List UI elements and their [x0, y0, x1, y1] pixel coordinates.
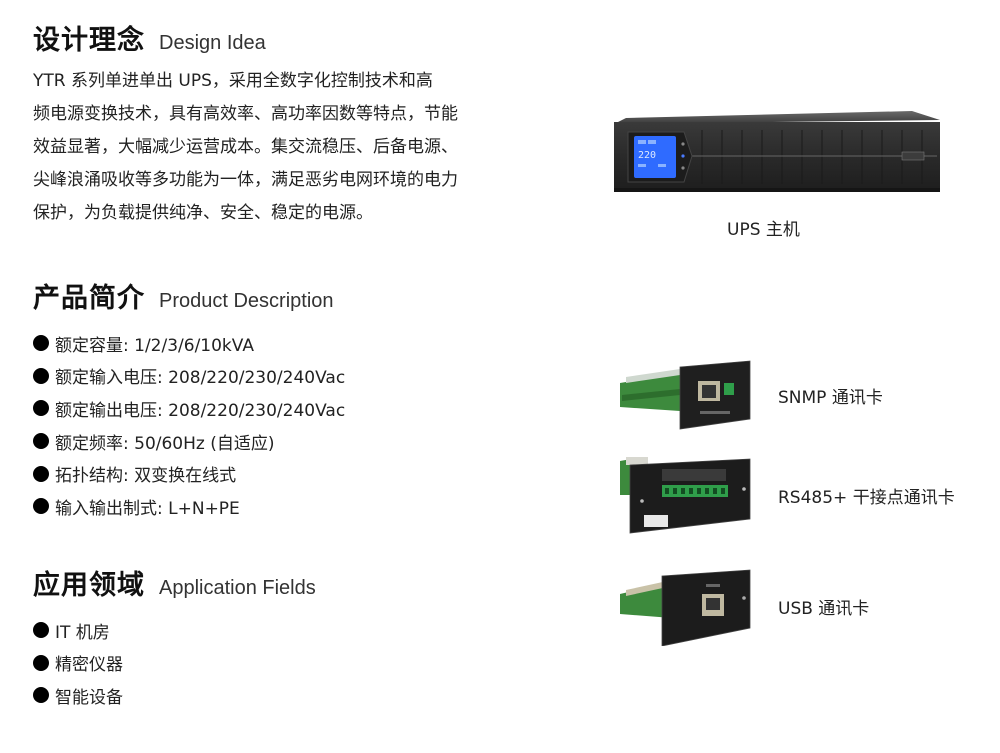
- list-item-text: 额定输出电压: 208/220/230/240Vac: [55, 400, 346, 421]
- svg-text:220: 220: [638, 150, 656, 161]
- bullet-icon: [33, 498, 49, 515]
- list-item: 额定输入电压: 208/220/230/240Vac: [33, 360, 345, 393]
- bullet-icon: [33, 367, 49, 384]
- section-design-idea: 设计理念 Design Idea YTR 系列单进单出 UPS，采用全数字化控制…: [33, 18, 503, 230]
- bullet-icon: [33, 335, 49, 352]
- list-item: 智能设备: [33, 679, 316, 712]
- card-label: USB 通讯卡: [778, 598, 870, 619]
- spec-list: 额定容量: 1/2/3/6/10kVA 额定输入电压: 208/220/230/…: [33, 327, 345, 523]
- usb-card-row: USB 通讯卡: [616, 566, 869, 646]
- bullet-icon: [33, 687, 49, 704]
- rs485-card-row: RS485+ 干接点通讯卡: [616, 455, 955, 535]
- ups-unit-image: 220: [614, 111, 940, 192]
- list-item-text: 额定频率: 50/60Hz (自适应): [55, 433, 275, 454]
- section-heading: 产品简介 Product Description: [33, 276, 345, 315]
- heading-en: Design Idea: [159, 32, 266, 54]
- paragraph-line: 尖峰浪涌吸收等多功能为一体，满足恶劣电网环境的电力: [33, 170, 458, 190]
- bullet-icon: [33, 400, 49, 417]
- list-item: 额定输出电压: 208/220/230/240Vac: [33, 392, 345, 425]
- bullet-icon: [33, 622, 49, 639]
- heading-en: Application Fields: [159, 577, 316, 599]
- list-item-text: 额定容量: 1/2/3/6/10kVA: [55, 335, 254, 356]
- application-list: IT 机房 精密仪器 智能设备: [33, 614, 316, 712]
- section-product-description: 产品简介 Product Description 额定容量: 1/2/3/6/1…: [33, 276, 345, 523]
- list-item: 额定容量: 1/2/3/6/10kVA: [33, 327, 345, 360]
- bullet-icon: [33, 654, 49, 671]
- list-item-text: 输入输出制式: L+N+PE: [55, 498, 240, 519]
- card-label: SNMP 通讯卡: [778, 387, 883, 408]
- snmp-card-row: SNMP 通讯卡: [616, 355, 883, 435]
- ups-caption: UPS 主机: [727, 220, 800, 240]
- list-item-text: IT 机房: [55, 622, 110, 643]
- design-paragraph: YTR 系列单进单出 UPS，采用全数字化控制技术和高 频电源变换技术，具有高效…: [33, 65, 503, 230]
- snmp-card-image: [620, 360, 751, 430]
- paragraph-line: 频电源变换技术，具有高效率、高功率因数等特点，节能: [33, 104, 458, 124]
- heading-en: Product Description: [159, 290, 334, 312]
- paragraph-line: 保护，为负载提供纯净、安全、稳定的电源。: [33, 203, 373, 223]
- list-item: 输入输出制式: L+N+PE: [33, 490, 345, 523]
- usb-card-image: [620, 569, 751, 646]
- bullet-icon: [33, 465, 49, 482]
- list-item-text: 精密仪器: [55, 655, 123, 676]
- paragraph-line: 效益显著，大幅减少运营成本。集交流稳压、后备电源、: [33, 137, 458, 157]
- list-item: 精密仪器: [33, 647, 316, 680]
- heading-zh: 应用领域: [33, 570, 145, 601]
- list-item-text: 智能设备: [55, 687, 123, 708]
- section-heading: 应用领域 Application Fields: [33, 563, 316, 602]
- paragraph-line: YTR 系列单进单出 UPS，采用全数字化控制技术和高: [33, 71, 433, 91]
- heading-zh: 产品简介: [33, 283, 145, 314]
- list-item: 拓扑结构: 双变换在线式: [33, 457, 345, 490]
- section-heading: 设计理念 Design Idea: [33, 18, 503, 57]
- card-label: RS485+ 干接点通讯卡: [778, 487, 955, 508]
- list-item-text: 额定输入电压: 208/220/230/240Vac: [55, 368, 346, 389]
- section-application-fields: 应用领域 Application Fields IT 机房 精密仪器 智能设备: [33, 563, 316, 712]
- list-item: IT 机房: [33, 614, 316, 647]
- heading-zh: 设计理念: [33, 25, 145, 56]
- bullet-icon: [33, 433, 49, 450]
- list-item: 额定频率: 50/60Hz (自适应): [33, 425, 345, 458]
- rs485-card-image: [620, 457, 751, 534]
- list-item-text: 拓扑结构: 双变换在线式: [55, 466, 237, 487]
